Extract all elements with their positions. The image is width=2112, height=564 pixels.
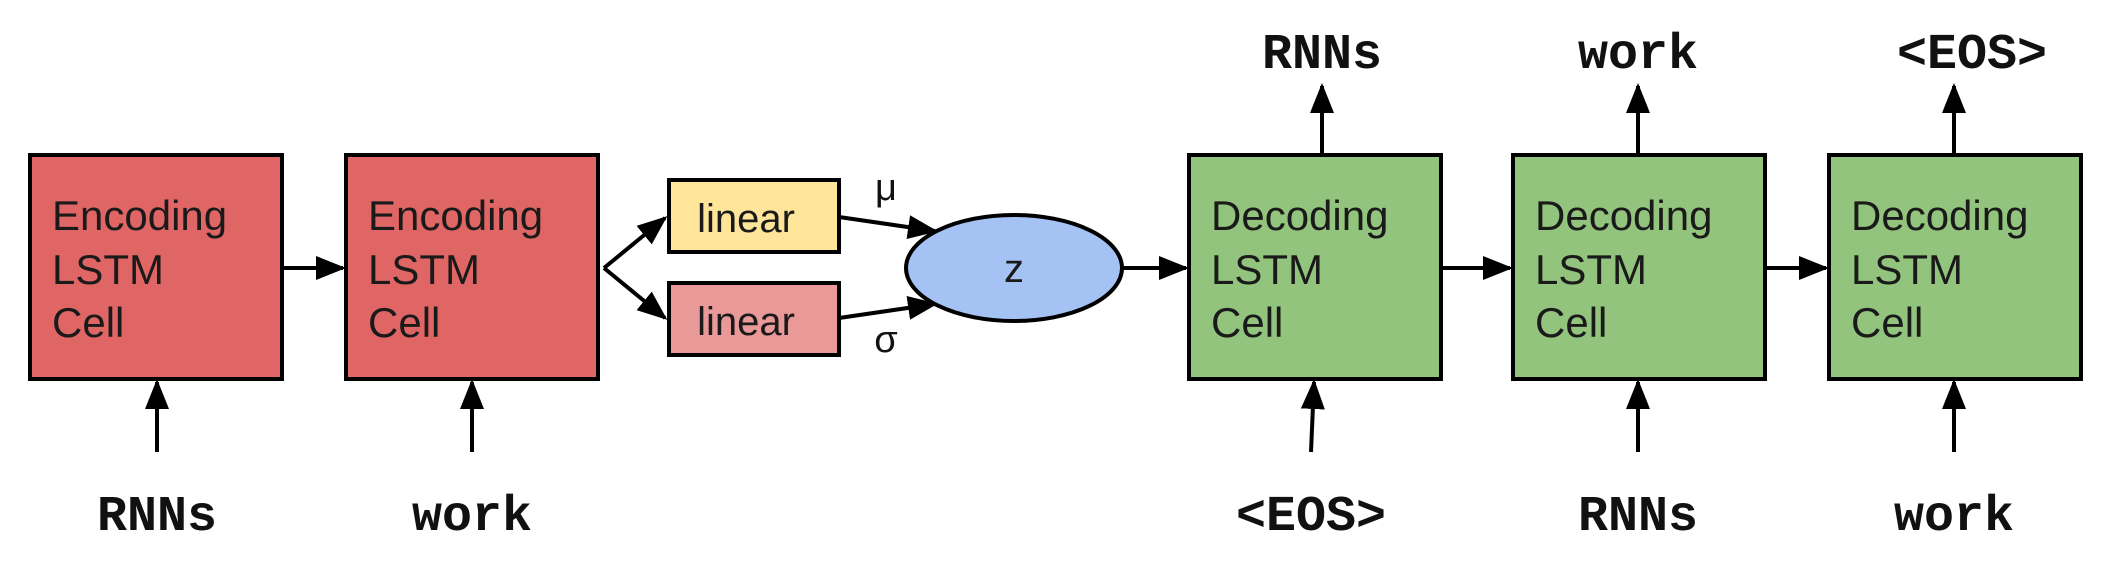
linear-sigma-box	[667, 281, 841, 357]
decoder-cell-3-box	[1827, 153, 2083, 381]
decoder-1-input-token: <EOS>	[1236, 489, 1386, 546]
encoder-cell-1-box	[28, 153, 284, 381]
decoder-1-input-arrow	[1300, 379, 1325, 453]
sigma-to-z-arrow	[838, 296, 938, 320]
latent-z: z	[904, 213, 1124, 323]
linear-sigma-label: linear	[697, 300, 795, 344]
encoder-cell-1: Encoding LSTM Cell	[28, 153, 284, 381]
encoder-cell-1-line-3: Cell	[52, 299, 124, 346]
mu-to-z-arrow	[838, 215, 938, 239]
encoder-cell-1-line-2: LSTM	[52, 246, 164, 293]
decoder-cell-2-line-1: Decoding	[1535, 192, 1712, 239]
mu-symbol: μ	[875, 167, 897, 209]
decoder-cell-1-line-3: Cell	[1211, 299, 1283, 346]
decoder-cell-1-line-1: Decoding	[1211, 192, 1388, 239]
decoder-3-input-token: work	[1894, 489, 2014, 546]
sigma-symbol: σ	[874, 319, 897, 361]
decoder-cell-1: Decoding LSTM Cell	[1187, 153, 1443, 381]
decoder-3-output-token: <EOS>	[1897, 27, 2047, 84]
decoder-2-input-token: RNNs	[1578, 489, 1698, 546]
decoder-1-output-token: RNNs	[1262, 27, 1382, 84]
decoder-cell-3-line-2: LSTM	[1851, 246, 1963, 293]
decoder-cell-1-line-2: LSTM	[1211, 246, 1323, 293]
linear-sigma-layer: linear	[667, 281, 841, 357]
decoder-cell-1-box	[1187, 153, 1443, 381]
encoder-1-input-token: RNNs	[97, 489, 217, 546]
decoder-cell-2: Decoding LSTM Cell	[1511, 153, 1767, 381]
decoder-cell-3: Decoding LSTM Cell	[1827, 153, 2083, 381]
decoder-cell-3-line-3: Cell	[1851, 299, 1923, 346]
encoder-cell-2-line-3: Cell	[368, 299, 440, 346]
decoder-cell-2-line-2: LSTM	[1535, 246, 1647, 293]
encoder-2-input-token: work	[412, 489, 532, 546]
encoder-cell-2-box	[344, 153, 600, 381]
decoder-2-output-token: work	[1578, 27, 1698, 84]
decoder-cell-2-box	[1511, 153, 1767, 381]
decoder-cell-2-line-3: Cell	[1535, 299, 1607, 346]
linear-mu-label: linear	[697, 197, 795, 241]
encoder-cell-2-line-1: Encoding	[368, 192, 543, 239]
encoder-cell-2: Encoding LSTM Cell	[344, 153, 600, 381]
fork-to-sigma-arrow	[602, 266, 668, 320]
fork-to-mu-arrow	[602, 216, 668, 270]
encoder-cell-1-line-1: Encoding	[52, 192, 227, 239]
decoder-cell-3-line-1: Decoding	[1851, 192, 2028, 239]
linear-mu-box	[667, 178, 841, 254]
linear-mu-layer: linear	[667, 178, 841, 254]
latent-z-label: z	[1004, 247, 1024, 291]
encoder-cell-2-line-2: LSTM	[368, 246, 480, 293]
